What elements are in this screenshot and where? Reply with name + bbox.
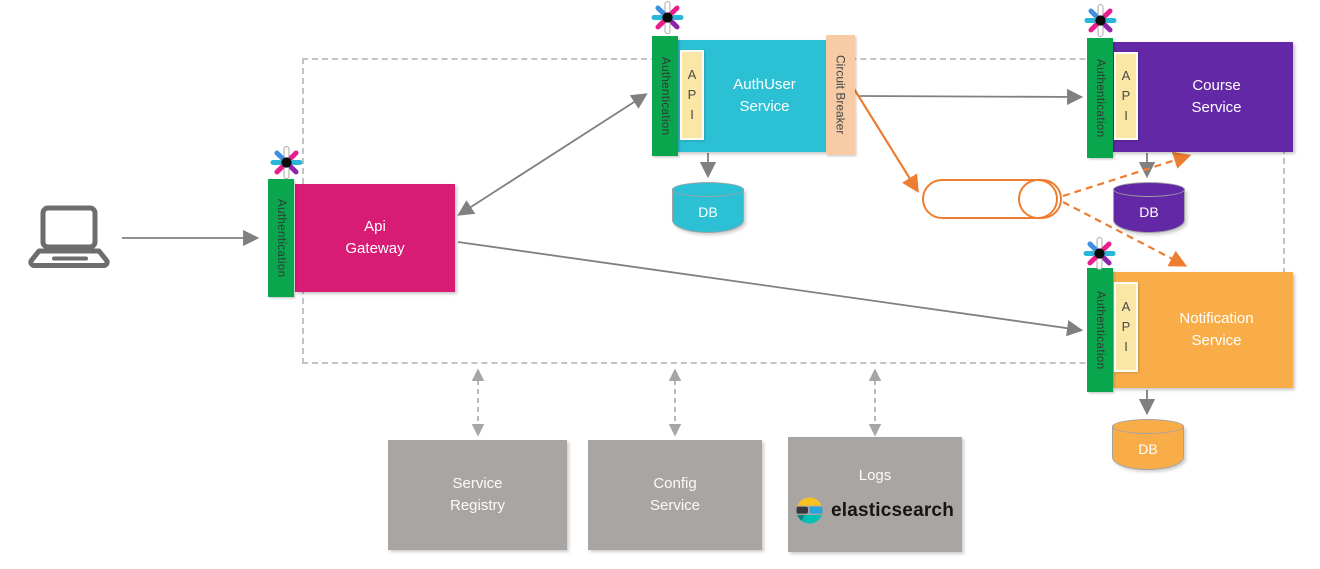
notification-service-title: Notification Service [1179,310,1254,349]
elasticsearch-brand: elasticsearch [796,497,954,524]
config-service-node: Config Service [588,440,762,550]
api-label: A P I [1121,67,1131,124]
db-label: DB [1138,441,1158,457]
authuser-db-cylinder: DB [672,182,744,233]
db-cylinder-top [1113,182,1185,197]
jwt-token-icon [651,1,684,34]
db-cylinder-top [672,182,744,197]
elasticsearch-logo-icon [796,497,823,524]
service-registry-node: Service Registry [388,440,567,550]
course-authentication-strip: Authentication [1087,38,1113,158]
db-cylinder-top [1112,419,1184,434]
authentication-label: Authentication [659,56,671,136]
notification-authentication-strip: Authentication [1087,268,1113,392]
jwt-token-icon [1084,4,1117,37]
elasticsearch-wordmark: elasticsearch [830,499,955,521]
authuser-service-title: AuthUser Service [733,76,796,115]
config-service-title: Config Service [649,475,701,514]
course-service-node: Course Service [1112,42,1293,152]
authuser-authentication-strip: Authentication [652,36,678,156]
authuser-api-strip: A P I [680,50,704,140]
api-gateway-node: Api Gateway [295,184,455,292]
api-gateway-title: Api Gateway [345,218,405,257]
circuit-breaker-label: Circuit Breaker [833,55,848,135]
jwt-token-icon [270,146,303,179]
course-service-title: Course Service [1191,77,1242,116]
circuit-breaker-strip: Circuit Breaker [826,35,855,155]
notification-db-cylinder: DB [1112,419,1184,470]
logs-node: Logs elasticsearch [788,437,962,552]
notification-service-node: Notification Service [1112,272,1293,388]
api-label: A P I [687,66,697,123]
authentication-label: Authentication [1094,58,1106,138]
jwt-token-icon [1083,237,1116,270]
client-laptop-icon [25,205,113,276]
service-registry-title: Service Registry [449,475,505,514]
authentication-label: Authentication [1094,290,1106,370]
notification-api-strip: A P I [1114,282,1138,372]
db-label: DB [698,204,718,220]
authentication-label: Authentication [275,198,287,278]
api-label: A P I [1121,298,1131,355]
gateway-authentication-strip: Authentication [268,179,294,297]
logs-title: Logs [858,466,892,484]
message-queue-end-face [1018,179,1058,219]
db-label: DB [1139,204,1159,220]
course-api-strip: A P I [1114,52,1138,140]
course-db-cylinder: DB [1113,182,1185,233]
